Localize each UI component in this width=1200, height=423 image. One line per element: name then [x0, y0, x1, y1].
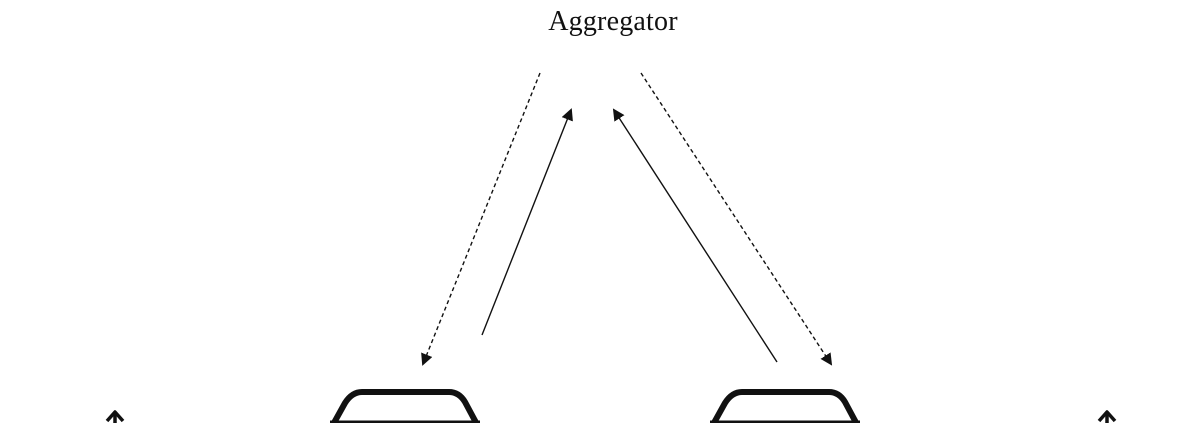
aggregator-label: Aggregator: [548, 6, 678, 37]
far-left-up-arrow-icon: [105, 410, 125, 423]
aggregator-to-right-car-arrow: [640, 72, 833, 366]
far-right-up-arrow-icon: [1097, 410, 1117, 423]
aggregator-to-left-car-arrow: [421, 72, 541, 366]
right-car-to-aggregator-arrow: [612, 108, 778, 363]
left-car-icon: [330, 389, 480, 423]
left-car-to-aggregator-arrow: [481, 108, 573, 336]
right-car-icon: [710, 389, 860, 423]
